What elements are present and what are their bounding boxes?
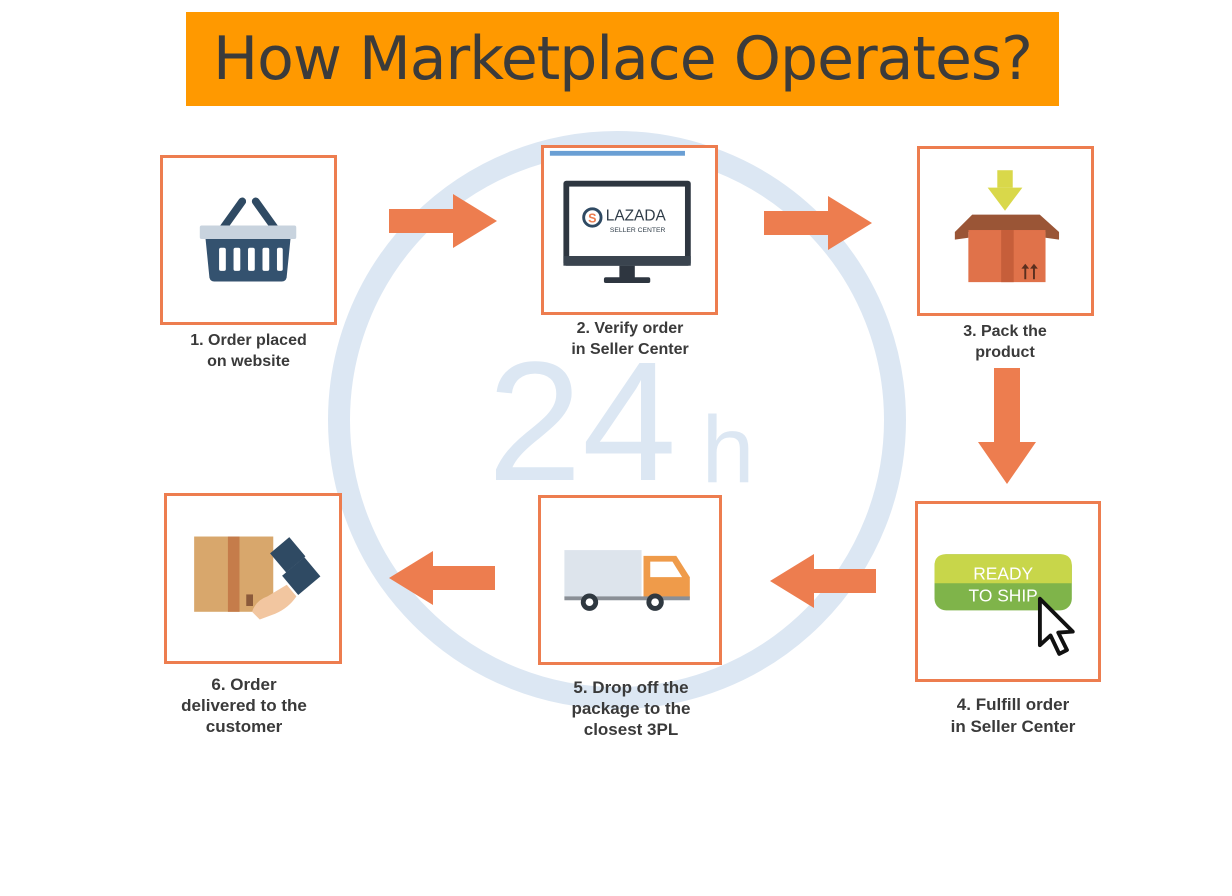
arrow-right-icon xyxy=(764,196,872,250)
to-ship-label: TO SHIP xyxy=(969,586,1038,606)
step-6-line-1: 6. Order xyxy=(211,675,277,694)
title-banner: How Marketplace Operates? xyxy=(186,12,1059,106)
package-handover-icon xyxy=(194,536,321,620)
step-1-caption: 1. Order placed on website xyxy=(160,330,337,372)
box-icon xyxy=(954,170,1060,283)
step-6-line-2: delivered to the xyxy=(181,696,307,715)
step-6-line-3: customer xyxy=(205,717,283,736)
step-3-line-2: product xyxy=(975,344,1035,361)
step-5-caption: 5. Drop off the package to the closest 3… xyxy=(526,677,736,740)
step-5-line-1: 5. Drop off the xyxy=(573,678,689,697)
lazada-sub: SELLER CENTER xyxy=(610,227,666,234)
step-5-line-3: closest 3PL xyxy=(583,720,679,739)
step-3-line-1: 3. Pack the xyxy=(963,323,1047,340)
clock-unit: h xyxy=(702,397,755,503)
arrow-down-icon xyxy=(978,368,1036,484)
truck-icon xyxy=(564,550,690,611)
step-4-line-1: 4. Fulfill order xyxy=(956,695,1070,714)
ready-to-ship-icon: READY TO SHIP xyxy=(934,554,1075,656)
basket-icon xyxy=(199,197,297,282)
arrow-left-icon xyxy=(389,551,495,605)
step-1-line-1: 1. Order placed xyxy=(190,332,307,349)
step-6-caption: 6. Order delivered to the customer xyxy=(144,674,344,737)
ready-label: READY xyxy=(973,563,1033,583)
monitor-icon: S LAZADA SELLER CENTER xyxy=(549,150,691,284)
arrow-left-icon xyxy=(770,554,876,608)
step-2-line-1: 2. Verify order xyxy=(576,320,684,337)
step-1-box xyxy=(160,155,337,325)
arrow-right-icon xyxy=(389,194,497,248)
step-1-line-2: on website xyxy=(207,353,290,370)
step-6-box xyxy=(164,493,342,664)
step-5-box xyxy=(538,495,722,665)
step-2-box: S LAZADA SELLER CENTER xyxy=(541,145,718,315)
step-3-caption: 3. Pack the product xyxy=(905,321,1105,363)
lazada-logo-letter: S xyxy=(588,211,596,225)
step-3-box xyxy=(917,146,1094,316)
page-title: How Marketplace Operates? xyxy=(213,24,1033,94)
step-2-caption: 2. Verify order in Seller Center xyxy=(530,318,730,360)
step-4-line-2: in Seller Center xyxy=(950,717,1076,736)
step-2-line-2: in Seller Center xyxy=(571,341,689,358)
step-5-line-2: package to the xyxy=(571,699,691,718)
lazada-brand: LAZADA xyxy=(606,207,667,224)
step-4-box: READY TO SHIP xyxy=(915,501,1101,682)
step-4-caption: 4. Fulfill order in Seller Center xyxy=(908,694,1118,738)
clock-number: 24 xyxy=(487,327,676,517)
